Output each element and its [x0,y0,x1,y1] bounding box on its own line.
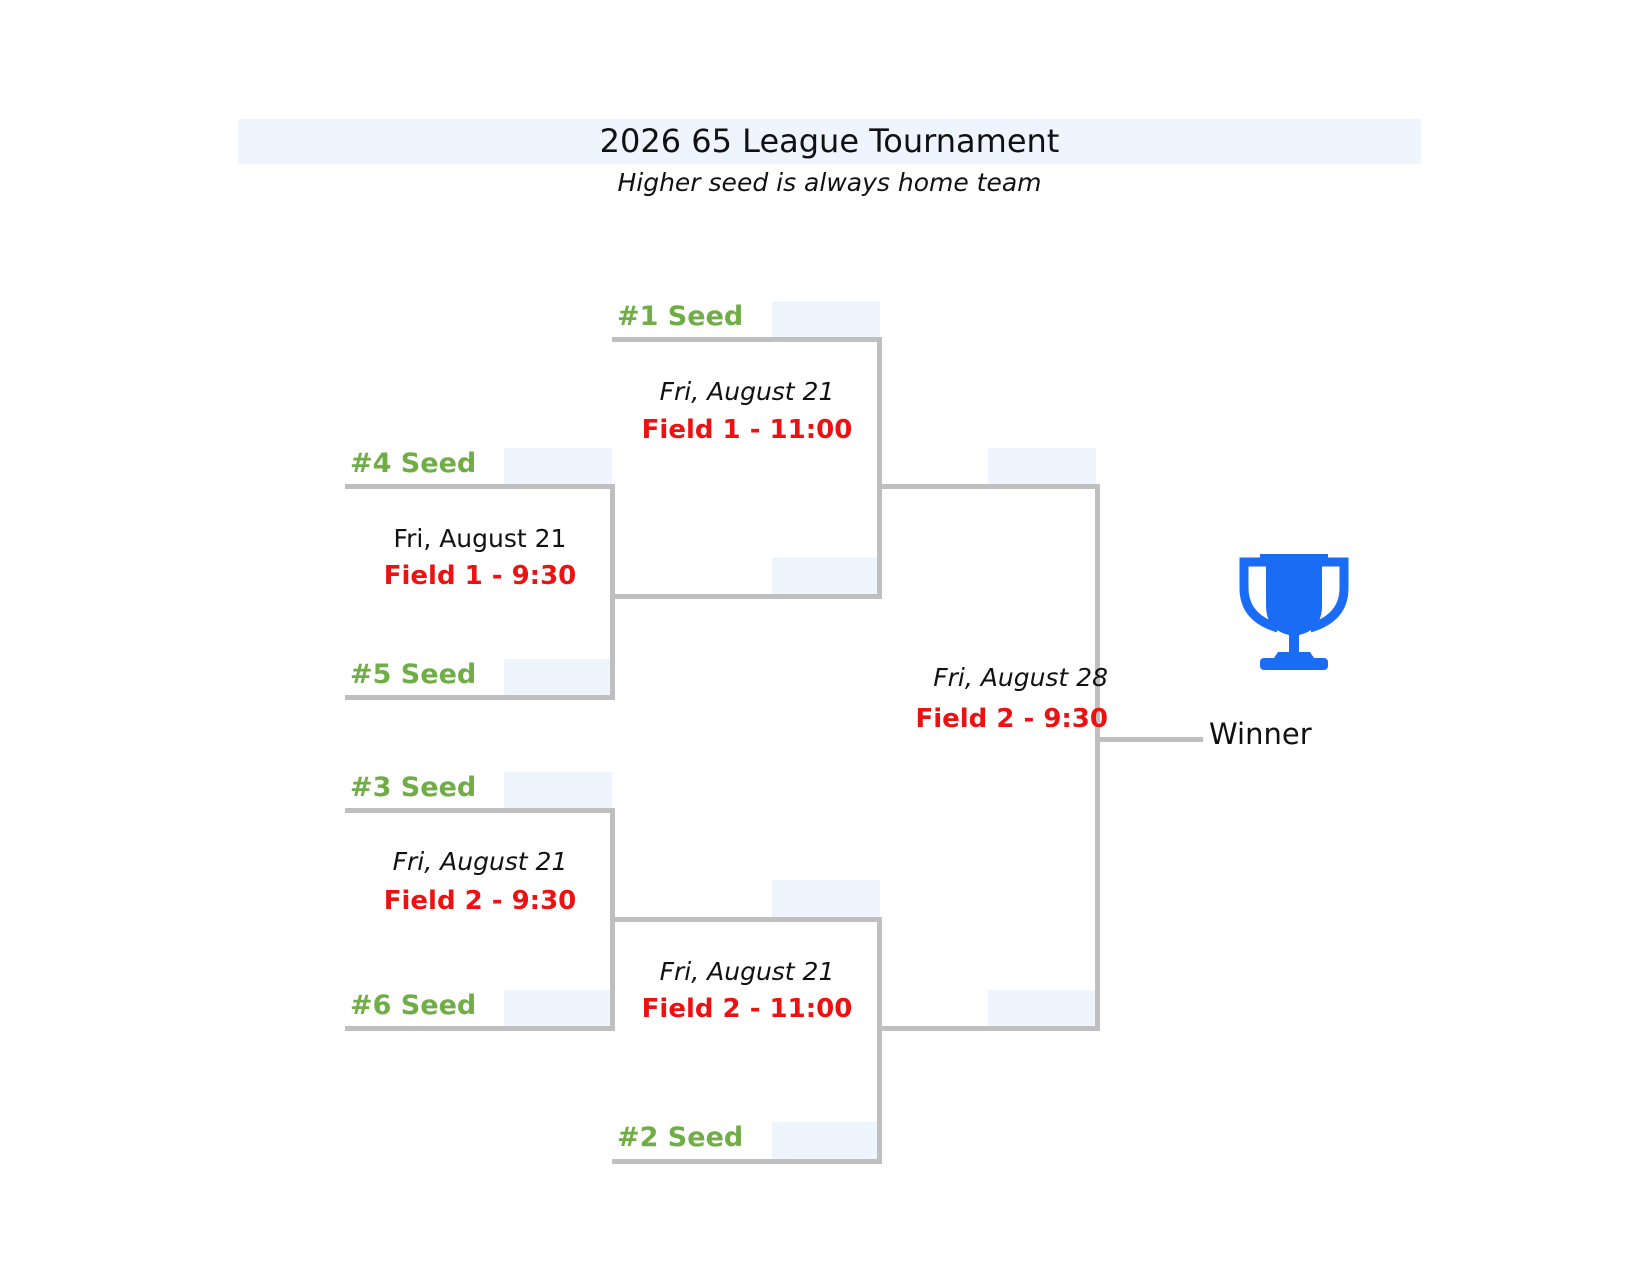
bracket-line-seed-2 [612,1159,882,1164]
seed-label-3: #3 Seed [350,772,477,803]
seed-label-6: #6 Seed [350,990,477,1021]
final-date: Fri, August 28 [933,663,1108,692]
bracket-line-seed-6 [345,1026,615,1031]
slot-box-winner-45 [772,557,880,595]
game-36-date: Fri, August 21 [392,847,568,876]
bracket-line-winner [1097,737,1203,742]
bracket-line-final-bottom [880,1026,1100,1031]
bracket-line-winner-36 [612,917,882,922]
winner-label: Winner [1209,717,1312,751]
game-1-date: Fri, August 21 [659,377,835,406]
slot-box-final-top [988,448,1096,486]
slot-box-seed-3 [504,772,612,810]
game-2-field: Field 2 - 11:00 [641,994,853,1024]
game-36-field: Field 2 - 9:30 [383,886,577,916]
page-subtitle: Higher seed is always home team [617,168,1042,197]
bracket-line-final-top [880,484,1100,489]
seed-label-2: #2 Seed [617,1122,744,1153]
game-45-date: Fri, August 21 [393,524,567,553]
trophy-icon [1238,548,1350,672]
bracket-line-seed-3 [345,808,615,813]
seed-label-5: #5 Seed [350,659,477,690]
seed-label-4: #4 Seed [350,448,477,479]
seed-label-1: #1 Seed [617,301,744,332]
slot-box-winner-36 [772,880,880,918]
slot-box-seed-1 [772,301,880,339]
bracket-connector-g2 [877,917,882,1164]
title-banner [238,119,1421,164]
slot-box-final-bottom [988,990,1096,1028]
bracket-line-seed-1 [612,337,882,342]
game-1-field: Field 1 - 11:00 [641,415,853,445]
slot-box-seed-4 [504,448,612,486]
game-45-field: Field 1 - 9:30 [383,561,577,591]
slot-box-seed-6 [504,990,612,1028]
bracket-connector-g1 [877,337,882,599]
page-title: 2026 65 League Tournament [599,122,1060,160]
game-2-date: Fri, August 21 [659,957,835,986]
bracket-line-seed-4 [345,484,615,489]
bracket-connector-final [1095,484,1100,1031]
slot-box-seed-5 [504,659,612,697]
final-field: Field 2 - 9:30 [915,704,1108,734]
slot-box-seed-2 [772,1122,880,1160]
bracket-connector-45 [610,484,615,700]
bracket-line-seed-5 [345,695,615,700]
bracket-line-winner-45 [612,594,882,599]
